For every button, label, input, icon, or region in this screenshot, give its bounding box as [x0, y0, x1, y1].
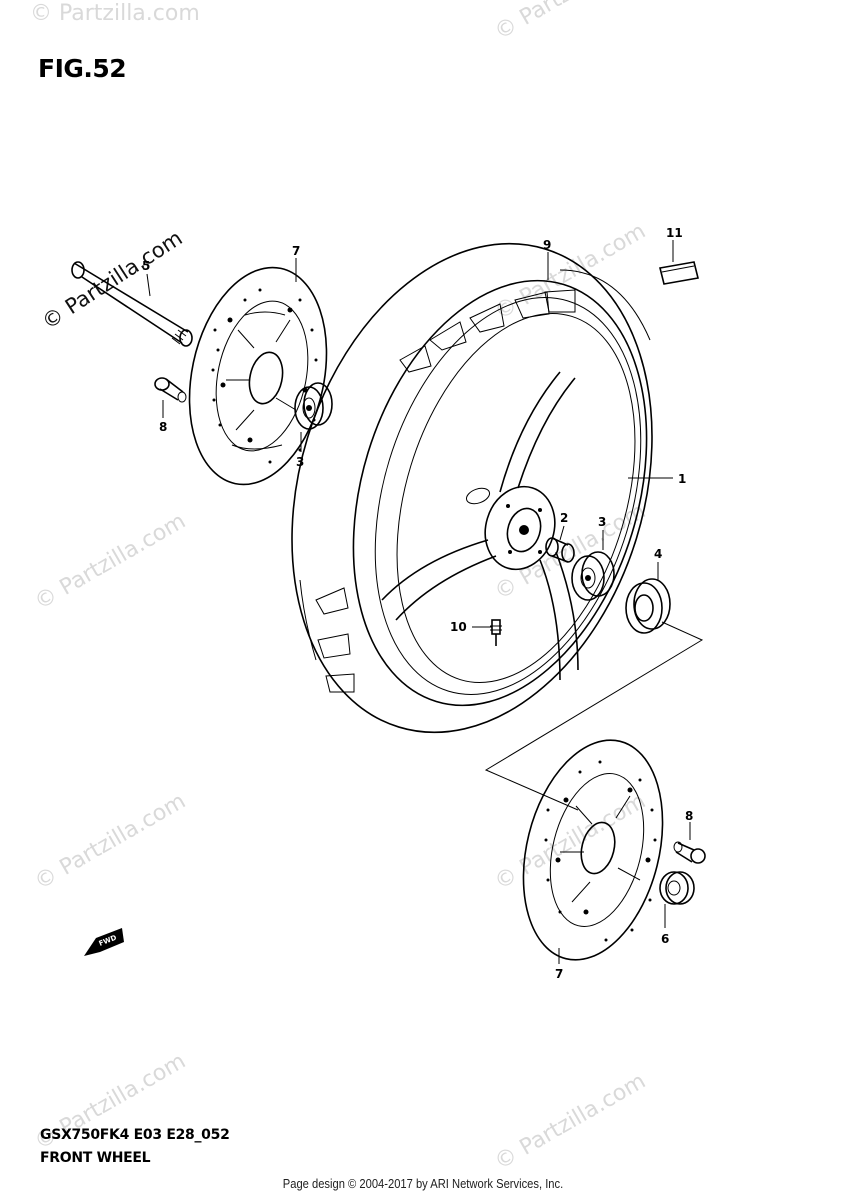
disc-bolt-left[interactable]	[154, 377, 187, 403]
callout-1[interactable]: 1	[678, 472, 686, 486]
figure-number: FIG.52	[38, 54, 127, 83]
watermark-layer: © Partzilla.com © Partzilla.com © Partzi…	[30, 0, 650, 1175]
callout-3b[interactable]: 3	[598, 515, 606, 529]
front-wheel-tire[interactable]	[234, 199, 709, 778]
watermark-text: © Partzilla.com	[491, 219, 651, 326]
leader-lines	[146, 240, 691, 964]
watermark-text: © Partzilla.com	[31, 789, 191, 896]
front-axle[interactable]	[71, 261, 193, 347]
callout-labels: 1 2 3 3 4 5 6 7 7 8 8 9 10 11	[142, 226, 693, 981]
figure-caption: FRONT WHEEL	[40, 1150, 151, 1166]
callout-8a[interactable]: 8	[159, 420, 167, 434]
callout-6[interactable]: 6	[661, 932, 669, 946]
right-brake-disc[interactable]	[502, 725, 684, 974]
callout-7b[interactable]: 7	[555, 967, 563, 981]
watermark-text: © Partzilla.com	[31, 509, 191, 616]
assembly-bracket	[484, 621, 704, 811]
axle-collar[interactable]	[659, 871, 695, 905]
callout-4[interactable]: 4	[654, 547, 662, 561]
left-brake-disc[interactable]	[171, 255, 346, 498]
watermark-text: © Partzilla.com	[491, 0, 651, 45]
oil-seal[interactable]	[625, 578, 671, 634]
watermark-text: © Partzilla.com	[30, 1, 200, 26]
wheel-spacer[interactable]	[545, 537, 575, 563]
watermark-text: © Partzilla.com	[491, 1069, 651, 1176]
left-wheel-bearing[interactable]	[294, 382, 333, 430]
callout-2[interactable]: 2	[560, 511, 568, 525]
wheel-hub-spokes[interactable]	[381, 371, 579, 681]
forward-direction-arrow-icon: FWD	[84, 928, 124, 956]
callout-11[interactable]: 11	[666, 226, 683, 240]
tire-valve[interactable]	[490, 619, 502, 646]
watermark-text: © Partzilla.com	[491, 789, 651, 896]
model-code: GSX750FK4 E03 E28_052	[40, 1127, 230, 1143]
callout-9[interactable]: 9	[543, 238, 551, 252]
callout-5[interactable]: 5	[142, 259, 150, 273]
balance-weight[interactable]	[659, 261, 699, 285]
right-wheel-bearing[interactable]	[571, 551, 615, 601]
callout-7a[interactable]: 7	[292, 244, 300, 258]
callout-8b[interactable]: 8	[685, 809, 693, 823]
copyright-footer: Page design © 2004-2017 by ARI Network S…	[282, 1176, 564, 1191]
callout-10[interactable]: 10	[450, 620, 467, 634]
callout-3a[interactable]: 3	[296, 455, 304, 469]
disc-bolt-right[interactable]	[673, 841, 706, 864]
